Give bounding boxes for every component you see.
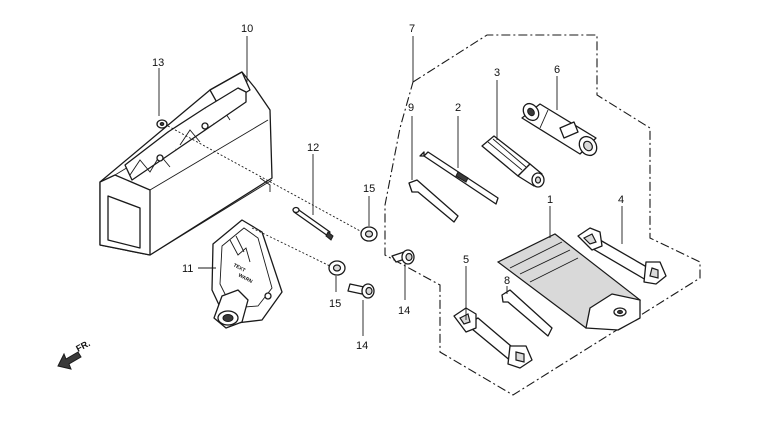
- callout-6: 6: [554, 64, 560, 76]
- callout-15-lower: 15: [329, 298, 341, 310]
- callout-8: 8: [504, 275, 510, 287]
- callout-14-left: 14: [356, 340, 368, 352]
- front-label: FR.: [74, 338, 91, 354]
- callout-9: 9: [408, 102, 414, 114]
- tool-kit-boundary: [384, 34, 701, 396]
- callout-13: 13: [152, 57, 164, 69]
- hex-key-part-9: [408, 179, 459, 223]
- callout-1: 1: [547, 194, 553, 206]
- screw-part-14-right: [391, 249, 415, 265]
- callout-4: 4: [618, 194, 624, 206]
- callout-7: 7: [409, 23, 415, 35]
- cover-part-10: [99, 71, 273, 256]
- screwdriver-handle-part-3: [481, 135, 545, 188]
- screwdriver-part-2: [419, 151, 499, 205]
- nut-part-13: [156, 119, 168, 129]
- plug-wrench-part-6: [521, 102, 598, 157]
- callout-11: 11: [182, 263, 193, 275]
- washer-part-15-lower: [328, 260, 346, 276]
- wrench-part-4: [577, 227, 667, 285]
- wrench-part-5: [453, 307, 533, 369]
- callout-3: 3: [494, 67, 500, 79]
- callout-2: 2: [455, 102, 461, 114]
- washer-part-15-upper: [360, 226, 378, 242]
- bolt-part-12: [292, 206, 334, 241]
- callout-15-upper: 15: [363, 183, 375, 195]
- tool-bag-part-1: [496, 233, 642, 331]
- callout-5: 5: [463, 254, 469, 266]
- callout-14-right: 14: [398, 305, 410, 317]
- front-direction-arrow: FR.: [57, 338, 92, 370]
- callout-12: 12: [307, 142, 319, 154]
- air-guide-part-11: TEXT WARN: [211, 219, 283, 329]
- callout-10: 10: [241, 23, 253, 35]
- hex-key-part-8: [501, 289, 553, 337]
- screw-part-14-left: [347, 283, 375, 299]
- svg-text:TEXT: TEXT: [232, 262, 246, 273]
